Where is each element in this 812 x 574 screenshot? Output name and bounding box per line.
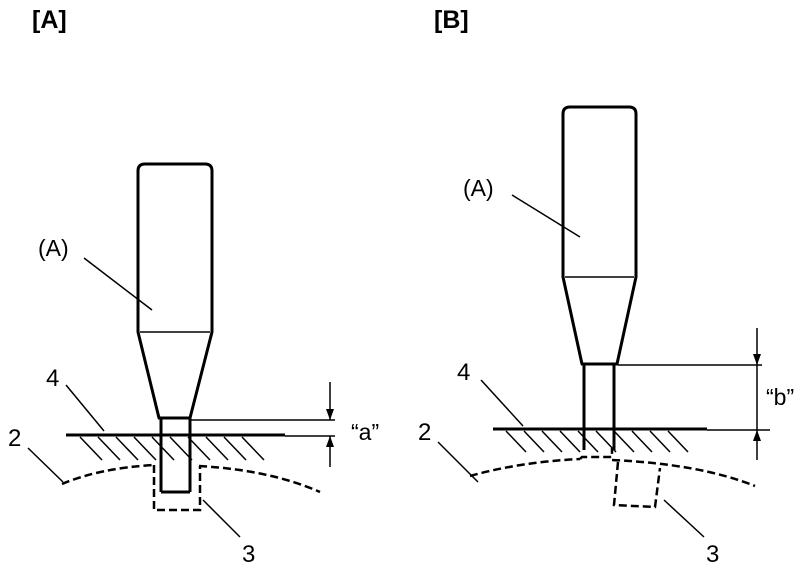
leader-2-a	[27, 447, 64, 483]
dimension-b-label: “b”	[766, 384, 794, 410]
tool-b	[561, 105, 638, 366]
plate-hatching-a	[79, 436, 265, 461]
tool-b-label: (A)	[463, 175, 494, 201]
callout-2-a: 2	[8, 425, 21, 452]
panel-b-title: [B]	[434, 6, 469, 34]
tool-a-pin	[159, 418, 192, 494]
panel-a: [A] (A)	[8, 6, 379, 568]
callout-4-a: 4	[46, 365, 59, 392]
hole-3-b	[612, 461, 662, 509]
dimension-a	[191, 382, 335, 467]
surface-2-b	[469, 448, 756, 509]
tool-a-label: (A)	[38, 235, 69, 261]
leader-3-b	[663, 499, 705, 538]
leader-2-b	[437, 441, 479, 483]
tool-b-leader	[511, 194, 581, 238]
hole-3-a	[152, 465, 202, 512]
callout-4-b: 4	[457, 359, 470, 386]
plate-hatching-b	[505, 430, 689, 453]
tool-b-pin	[582, 364, 616, 450]
tool-a-body	[136, 162, 214, 420]
panel-a-title: [A]	[32, 6, 67, 34]
tool-a-leader	[83, 257, 153, 311]
leader-4-b	[480, 379, 524, 427]
tool-b-body	[561, 105, 638, 366]
callout-3-a: 3	[242, 541, 255, 568]
dimension-b	[618, 328, 770, 460]
leader-3-a	[202, 499, 241, 538]
leader-4-a	[65, 384, 105, 432]
surface-2-a	[61, 463, 321, 512]
callout-3-b: 3	[706, 541, 719, 568]
panel-b: [B] (A)	[418, 6, 794, 568]
dimension-a-label: “a”	[351, 419, 379, 445]
callout-2-b: 2	[418, 419, 431, 446]
tool-a	[136, 162, 214, 420]
